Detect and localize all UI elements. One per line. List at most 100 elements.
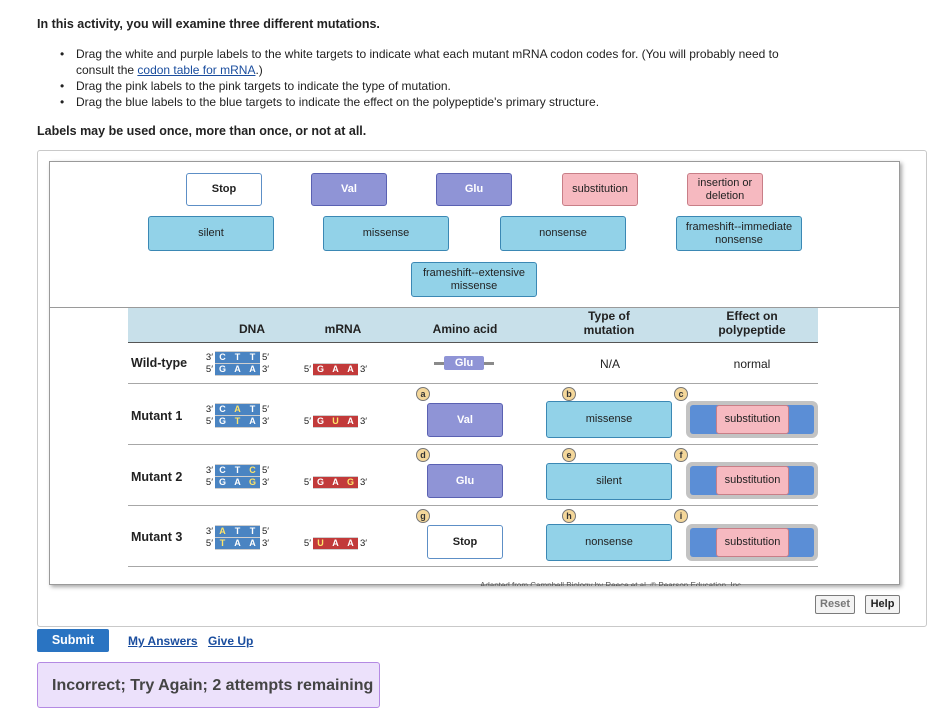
- codon-table-link[interactable]: codon table for mRNA: [137, 63, 256, 77]
- nucleotide: G: [313, 363, 328, 375]
- mutated-nucleotide: G: [245, 476, 260, 488]
- dna-codon: G T A: [215, 414, 260, 428]
- nucleotide: A: [230, 537, 245, 549]
- label-val[interactable]: Val: [311, 173, 387, 206]
- column-header-type-of-mutation: Type of mutation: [583, 309, 635, 337]
- prime-3-label: 3′: [205, 464, 213, 476]
- nucleotide: A: [245, 415, 260, 427]
- row-label-mutant-1: Mutant 1: [131, 409, 183, 423]
- instruction-list: Drag the white and purple labels to the …: [60, 46, 880, 110]
- intro-text: In this activity, you will examine three…: [37, 17, 380, 31]
- target-badge-g: g: [416, 509, 430, 523]
- instruction-item: Drag the blue labels to the blue targets…: [60, 94, 880, 110]
- label-nonsense[interactable]: nonsense: [500, 216, 626, 251]
- wild-type-effect: normal: [733, 357, 771, 371]
- prime-3-label: 3′: [262, 537, 270, 549]
- mutated-nucleotide: C: [245, 464, 260, 476]
- image-credit: Adapted from Campbell Biology by Reece e…: [480, 581, 744, 586]
- amino-acid-target-g[interactable]: Stop: [427, 525, 503, 559]
- label-insertion-or-deletion[interactable]: insertion or deletion: [687, 173, 763, 206]
- nucleotide: A: [230, 363, 245, 375]
- nucleotide: A: [328, 363, 343, 375]
- my-answers-link[interactable]: My Answers: [128, 634, 198, 648]
- prime-5-label: 5′: [205, 537, 213, 549]
- submit-button[interactable]: Submit: [37, 629, 109, 652]
- prime-3-label: 3′: [360, 415, 368, 427]
- mutation-type-target-h[interactable]: nonsense: [546, 524, 672, 561]
- label-silent[interactable]: silent: [148, 216, 274, 251]
- nucleotide: G: [215, 363, 230, 375]
- mutated-nucleotide: A: [230, 403, 245, 415]
- label-bank-divider: [50, 307, 899, 308]
- dna-coding-strand: 5′ G A A 3′: [205, 362, 270, 376]
- mrna-codon: G U A: [313, 414, 358, 428]
- prime-5-label: 5′: [303, 537, 311, 549]
- prime-5-label: 5′: [262, 403, 270, 415]
- column-header-dna: DNA: [239, 322, 265, 336]
- label-stop[interactable]: Stop: [186, 173, 262, 206]
- nucleotide: A: [343, 415, 358, 427]
- target-badge-a: a: [416, 387, 430, 401]
- wild-type-amino-acid: Glu: [444, 356, 484, 370]
- prime-3-label: 3′: [360, 363, 368, 375]
- instruction-text: consult the: [76, 63, 135, 77]
- dna-template-strand: 3′ C A T 5′: [205, 402, 270, 416]
- nucleotide: T: [230, 525, 245, 537]
- label-substitution[interactable]: substitution: [562, 173, 638, 206]
- amino-acid-target-a[interactable]: Val: [427, 403, 503, 437]
- prime-5-label: 5′: [303, 415, 311, 427]
- label-missense[interactable]: missense: [323, 216, 449, 251]
- nucleotide: A: [343, 363, 358, 375]
- target-badge-c: c: [674, 387, 688, 401]
- mutation-type-target-b[interactable]: missense: [546, 401, 672, 438]
- mrna-strand: 5′ G U A 3′: [303, 414, 368, 428]
- instruction-item: Drag the pink labels to the pink targets…: [60, 78, 880, 94]
- dna-template-strand: 3′ C T T 5′: [205, 350, 270, 364]
- mutated-nucleotide: T: [230, 415, 245, 427]
- row-label-mutant-2: Mutant 2: [131, 470, 183, 484]
- mutated-nucleotide: A: [215, 525, 230, 537]
- row-label-mutant-3: Mutant 3: [131, 530, 183, 544]
- dna-coding-strand: 5′ G A G 3′: [205, 475, 270, 489]
- mutation-type-target-e[interactable]: silent: [546, 463, 672, 500]
- prime-5-label: 5′: [303, 476, 311, 488]
- amino-acid-target-d[interactable]: Glu: [427, 464, 503, 498]
- column-header-mrna: mRNA: [324, 322, 362, 336]
- prime-5-label: 5′: [205, 415, 213, 427]
- target-badge-i: i: [674, 509, 688, 523]
- prime-5-label: 5′: [205, 476, 213, 488]
- nucleotide: C: [215, 464, 230, 476]
- effect-label-substitution[interactable]: substitution: [716, 405, 789, 434]
- nucleotide: G: [313, 415, 328, 427]
- header-rule: [128, 342, 818, 343]
- effect-label-substitution[interactable]: substitution: [716, 466, 789, 495]
- nucleotide: T: [230, 351, 245, 363]
- instruction-text: .): [255, 63, 263, 77]
- prime-3-label: 3′: [262, 415, 270, 427]
- nucleotide: A: [343, 537, 358, 549]
- mutated-nucleotide: T: [215, 537, 230, 549]
- prime-5-label: 5′: [205, 363, 213, 375]
- feedback-message: Incorrect; Try Again; 2 attempts remaini…: [37, 662, 380, 708]
- nucleotide: A: [230, 476, 245, 488]
- effect-label-substitution[interactable]: substitution: [716, 528, 789, 557]
- mutated-nucleotide: G: [343, 476, 358, 488]
- reset-button[interactable]: Reset: [815, 595, 855, 614]
- label-frameshift-immediate-nonsense[interactable]: frameshift--immediate nonsense: [676, 216, 802, 251]
- nucleotide: C: [215, 403, 230, 415]
- labels-note: Labels may be used once, more than once,…: [37, 124, 367, 138]
- help-button[interactable]: Help: [865, 595, 900, 614]
- mrna-codon: U A A: [313, 536, 358, 550]
- give-up-link[interactable]: Give Up: [208, 634, 254, 648]
- target-badge-b: b: [562, 387, 576, 401]
- label-frameshift-extensive-missense[interactable]: frameshift--extensive missense: [411, 262, 537, 297]
- mrna-strand: 5′ G A G 3′: [303, 475, 368, 489]
- prime-3-label: 3′: [205, 525, 213, 537]
- column-header-amino-acid: Amino acid: [432, 322, 498, 336]
- prime-5-label: 5′: [303, 363, 311, 375]
- column-header-effect-on-polypeptide: Effect on polypeptide: [718, 309, 786, 337]
- dna-template-strand: 3′ A T T 5′: [205, 524, 270, 538]
- label-glu[interactable]: Glu: [436, 173, 512, 206]
- target-badge-f: f: [674, 448, 688, 462]
- row-divider: [128, 566, 818, 567]
